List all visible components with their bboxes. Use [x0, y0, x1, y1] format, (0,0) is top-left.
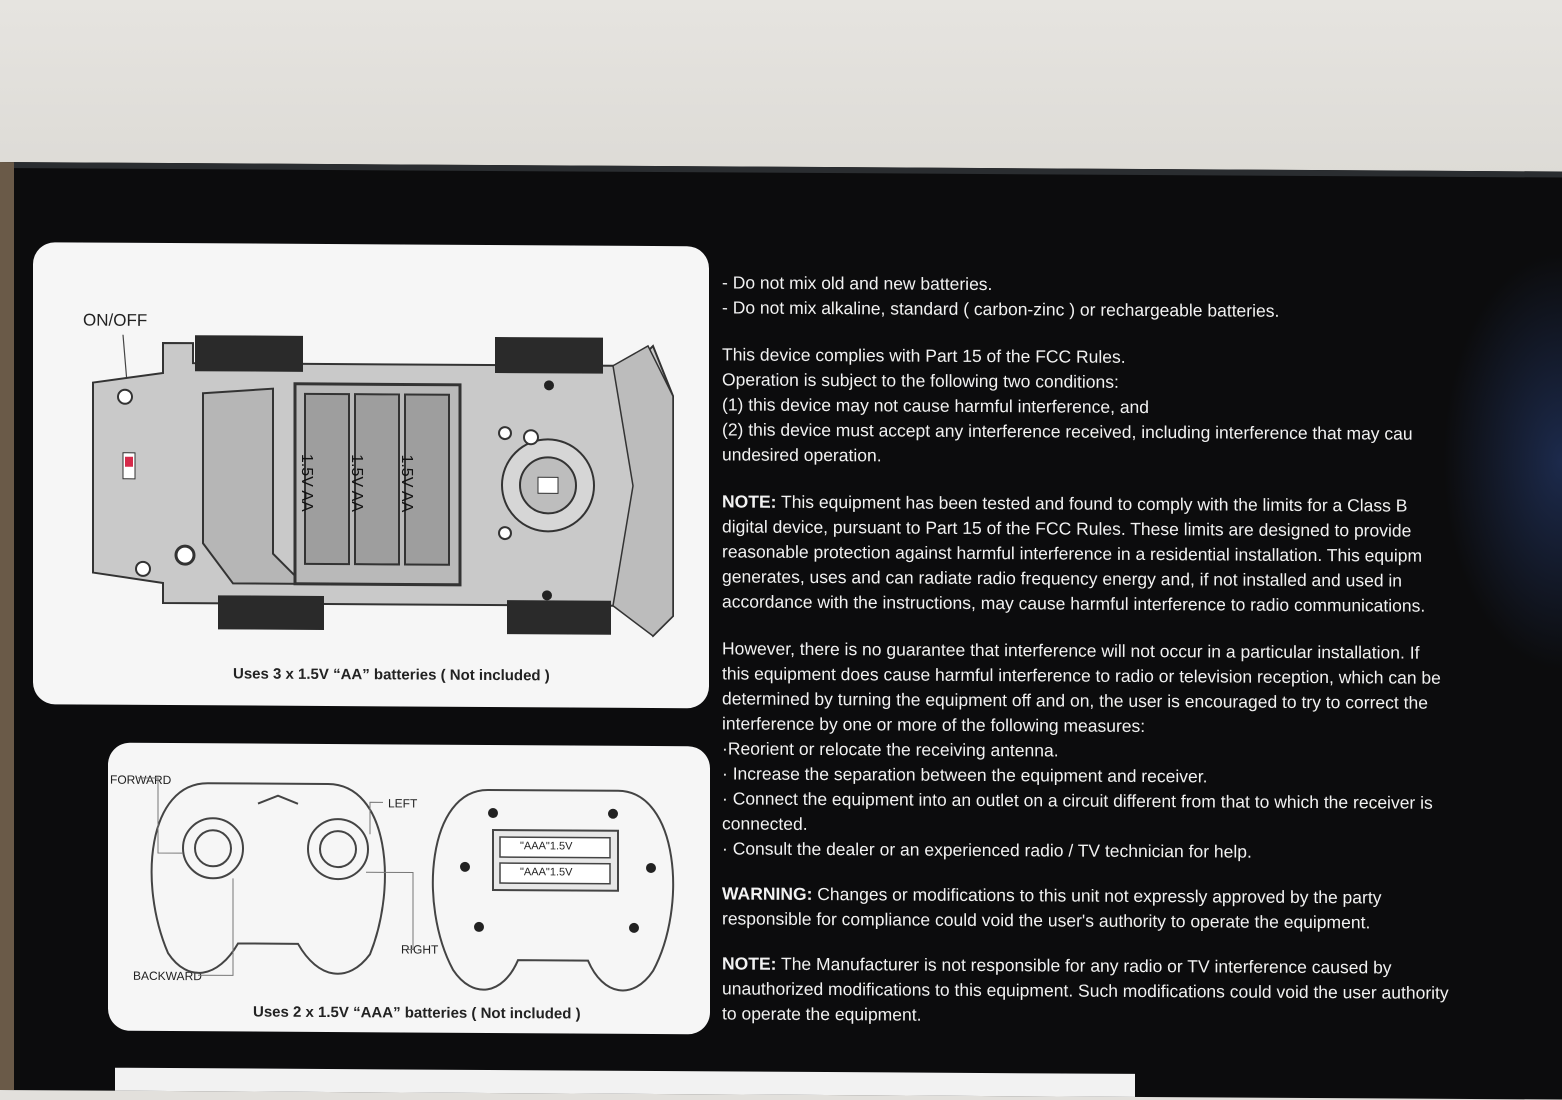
- measure-item: · Consult the dealer or an experienced r…: [722, 838, 1252, 862]
- battery-label-1: 1.5V AA: [298, 453, 315, 512]
- wheel-rear-left: [218, 595, 324, 630]
- remote-back-outline: [431, 788, 675, 992]
- car-battery-caption: Uses 3 x 1.5V “AA” batteries ( Not inclu…: [233, 665, 550, 685]
- power-switch: [125, 456, 133, 467]
- note2-line: to operate the equipment.: [722, 1003, 922, 1025]
- car-battery-diagram-panel: ON/OFF: [33, 242, 709, 709]
- battery-warning-line: - Do not mix alkaline, standard ( carbon…: [722, 297, 1280, 321]
- remote-battery-label-1: "AAA"1.5V: [520, 840, 573, 853]
- left-joystick: [182, 817, 244, 880]
- wall-background: [0, 0, 1562, 175]
- product-box: ON/OFF: [0, 162, 1562, 1100]
- box-cardboard-edge: [0, 162, 14, 1091]
- battery-label-3: 1.5V AA: [398, 454, 415, 513]
- remote-battery-diagram-panel: FORWARD LEFT RIGHT BACKWARD: [108, 742, 710, 1035]
- fcc-statement-line: undesired operation.: [722, 444, 882, 466]
- note2-heading: NOTE:: [722, 953, 777, 974]
- remote-controller-illustration: [138, 777, 675, 992]
- fcc-instructions-text: - Do not mix old and new batteries. - Do…: [722, 270, 1562, 1031]
- measure-item: · Connect the equipment into an outlet o…: [722, 788, 1433, 813]
- note-text: This equipment has been tested and found…: [776, 491, 1408, 516]
- remote-battery-caption: Uses 2 x 1.5V “AAA” batteries ( Not incl…: [253, 1003, 581, 1023]
- remote-battery-label-2: "AAA"1.5V: [520, 866, 573, 879]
- wheel-rear-right: [507, 600, 611, 635]
- warning-heading: WARNING:: [722, 883, 813, 904]
- car-chassis-illustration: [92, 334, 674, 638]
- warning-text: Changes or modifications to this unit no…: [812, 883, 1382, 908]
- wheel-front-right: [495, 337, 603, 374]
- wheel-front-left: [195, 335, 303, 372]
- bottom-white-strip: [115, 1067, 1135, 1100]
- battery-label-2: 1.5V AA: [348, 454, 365, 513]
- warning-line: responsible for compliance could void th…: [722, 908, 1371, 933]
- note-line: accordance with the instructions, may ca…: [722, 591, 1426, 616]
- note2-text: The Manufacturer is not responsible for …: [776, 953, 1392, 978]
- right-joystick: [307, 818, 369, 881]
- note-heading: NOTE:: [722, 491, 777, 512]
